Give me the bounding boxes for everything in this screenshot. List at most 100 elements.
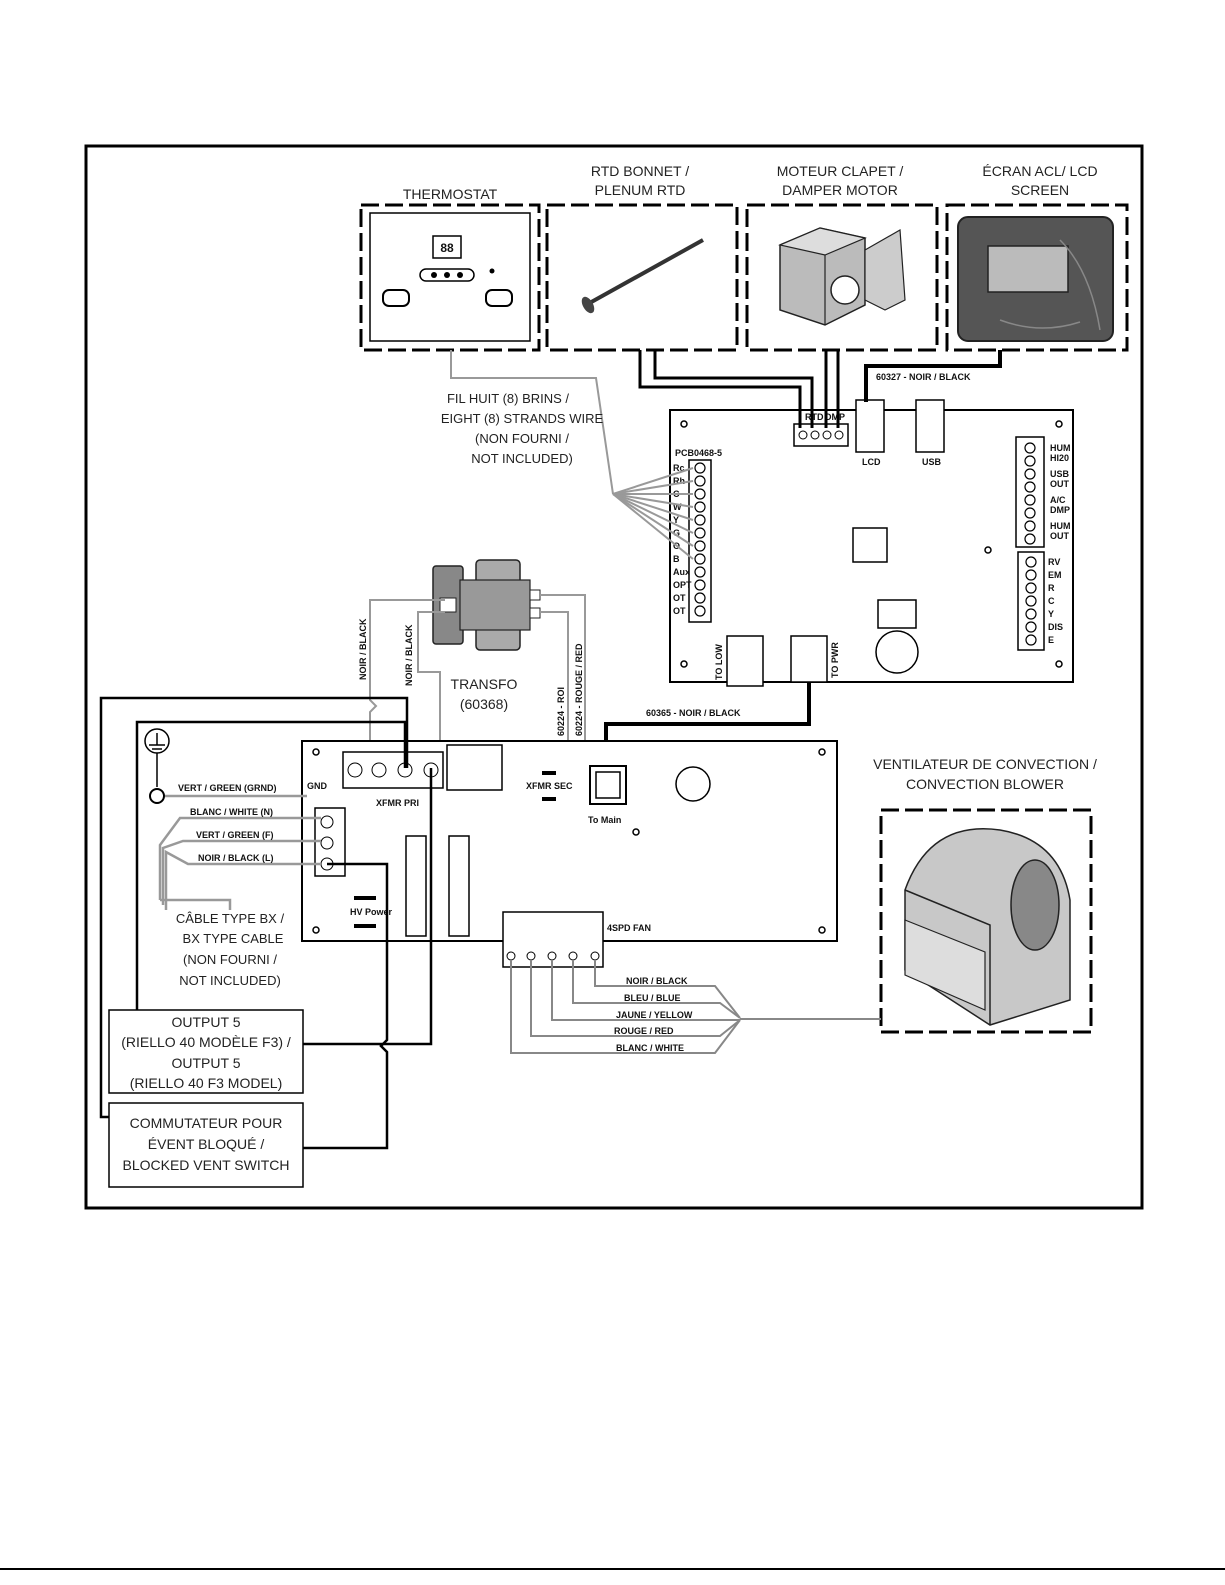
svg-text:USB: USB — [1050, 469, 1070, 479]
blower-box — [879, 808, 1093, 1034]
safety-loop-wires — [99, 696, 433, 1150]
blower-wheel — [1010, 859, 1060, 951]
lcd-screen-component: ÉCRAN ACL/ LCD SCREEN — [945, 163, 1129, 352]
svg-text:C: C — [1048, 596, 1055, 606]
svg-text:NOIR / BLACK (L): NOIR / BLACK (L) — [198, 853, 274, 863]
svg-text:NOT INCLUDED): NOT INCLUDED) — [471, 451, 573, 466]
xfmr-black-label-2: NOIR / BLACK — [404, 624, 414, 686]
vent-switch-box: COMMUTATEUR POUR ÉVENT BLOQUÉ / BLOCKED … — [108, 1102, 304, 1188]
thermostat-component: THERMOSTAT 88 — [359, 186, 541, 352]
damper-bracket — [864, 229, 906, 311]
main-chip — [852, 527, 888, 563]
xfmr-red-label-2: 60224 - ROUGE / RED — [574, 643, 584, 736]
svg-text:TO LOW: TO LOW — [714, 644, 724, 680]
svg-text:VERT / GREEN (F): VERT / GREEN (F) — [196, 830, 274, 840]
svg-text:BX TYPE CABLE: BX TYPE CABLE — [183, 931, 284, 946]
svg-text:BLANC / WHITE: BLANC / WHITE — [616, 1043, 684, 1053]
rtd-damper-connector — [793, 423, 849, 447]
blower-wire-labels: NOIR / BLACK BLEU / BLUE JAUNE / YELLOW … — [614, 976, 693, 1053]
svg-text:DMP: DMP — [825, 412, 845, 422]
svg-text:GND: GND — [307, 781, 328, 791]
svg-text:ÉVENT BLOQUÉ /: ÉVENT BLOQUÉ / — [148, 1136, 265, 1152]
svg-text:OUT: OUT — [1050, 531, 1070, 541]
svg-text:EIGHT (8) STRANDS WIRE: EIGHT (8) STRANDS WIRE — [441, 411, 604, 426]
diagram-frame — [84, 144, 1144, 1210]
svg-text:JAUNE / YELLOW: JAUNE / YELLOW — [616, 1010, 693, 1020]
svg-text:4SPD FAN: 4SPD FAN — [607, 923, 651, 933]
svg-text:DMP: DMP — [1050, 505, 1070, 515]
svg-text:A/C: A/C — [1050, 495, 1066, 505]
svg-text:MOTEUR CLAPET /: MOTEUR CLAPET / — [777, 163, 904, 179]
svg-text:RTD: RTD — [805, 412, 824, 422]
svg-text:HUM: HUM — [1050, 521, 1071, 531]
svg-text:Aux: Aux — [673, 567, 690, 577]
xfmr-black-label-1: NOIR / BLACK — [358, 618, 368, 680]
svg-text:OT: OT — [673, 593, 686, 603]
lcd-connector — [855, 399, 885, 453]
bx-cable-note: CÂBLE TYPE BX / BX TYPE CABLE (NON FOURN… — [176, 911, 285, 988]
lcd-box — [945, 203, 1129, 352]
rtd-probe — [585, 238, 704, 307]
svg-text:DIS: DIS — [1048, 622, 1063, 632]
svg-text:Rh: Rh — [673, 476, 685, 486]
svg-text:SCREEN: SCREEN — [1011, 182, 1069, 198]
svg-text:CONVECTION BLOWER: CONVECTION BLOWER — [906, 776, 1064, 792]
buzzer — [875, 630, 919, 674]
lcd-cable — [864, 350, 1002, 402]
svg-text:XFMR PRI: XFMR PRI — [376, 798, 419, 808]
svg-text:(NON FOURNI /: (NON FOURNI / — [183, 952, 277, 967]
thermostat-display — [432, 235, 462, 259]
thermostat-eight-wire — [450, 350, 694, 560]
svg-text:USB: USB — [922, 457, 942, 467]
damper-motor-component: MOTEUR CLAPET / DAMPER MOTOR — [745, 163, 939, 352]
thermostat-display-value: 88 — [440, 241, 454, 255]
svg-text:BLOCKED VENT SWITCH: BLOCKED VENT SWITCH — [123, 1157, 290, 1173]
svg-text:OUT: OUT — [1050, 479, 1070, 489]
convection-blower: VENTILATEUR DE CONVECTION / CONVECTION B… — [873, 756, 1097, 1034]
eight-wire-note: FIL HUIT (8) BRINS / EIGHT (8) STRANDS W… — [441, 391, 604, 466]
svg-text:OPT: OPT — [673, 580, 692, 590]
svg-text:CÂBLE TYPE BX /: CÂBLE TYPE BX / — [176, 911, 285, 926]
svg-text:XFMR SEC: XFMR SEC — [526, 781, 573, 791]
transformer: TRANSFO (60368) — [432, 559, 541, 712]
power-capacitor — [675, 766, 711, 802]
svg-text:HV Power: HV Power — [350, 907, 393, 917]
svg-text:ÉCRAN ACL/ LCD: ÉCRAN ACL/ LCD — [982, 163, 1097, 179]
svg-text:HUM: HUM — [1050, 443, 1071, 453]
svg-text:COMMUTATEUR POUR: COMMUTATEUR POUR — [130, 1115, 283, 1131]
to-pwr-connector — [790, 635, 828, 683]
svg-text:E: E — [1048, 635, 1054, 645]
svg-text:OUTPUT 5: OUTPUT 5 — [172, 1055, 241, 1071]
thermostat-switch-right — [485, 289, 513, 307]
terminal-screws — [694, 462, 706, 617]
svg-text:(NON FOURNI /: (NON FOURNI / — [475, 431, 569, 446]
thermostat-switch-left — [382, 289, 410, 307]
lcd-panel — [987, 245, 1069, 293]
power-board: GND XFMR PRI XFMR SEC To Main HV Power 4… — [301, 740, 838, 968]
supply-wires — [158, 794, 321, 910]
usb-connector — [915, 399, 945, 453]
svg-text:G: G — [673, 528, 680, 538]
svg-text:FIL HUIT (8) BRINS /: FIL HUIT (8) BRINS / — [447, 391, 569, 406]
svg-text:VENTILATEUR DE CONVECTION /: VENTILATEUR DE CONVECTION / — [873, 756, 1097, 772]
main-cable-label: 60365 - NOIR / BLACK — [646, 708, 741, 718]
relay-box — [877, 599, 917, 629]
relay-2 — [448, 835, 470, 937]
svg-text:(RIELLO 40 MODÈLE F3) /: (RIELLO 40 MODÈLE F3) / — [121, 1034, 291, 1050]
svg-text:BLEU / BLUE: BLEU / BLUE — [624, 993, 681, 1003]
damper-wires — [824, 350, 840, 428]
svg-text:Y: Y — [673, 515, 679, 525]
to-low-connector — [726, 635, 764, 687]
svg-text:NOIR / BLACK: NOIR / BLACK — [626, 976, 688, 986]
svg-text:TO PWR: TO PWR — [830, 642, 840, 678]
svg-text:PLENUM RTD: PLENUM RTD — [595, 182, 686, 198]
svg-text:W: W — [673, 502, 682, 512]
main-control-board: PCB0468-5 Rc Rh C W Y G O B Aux OPT OT O… — [669, 399, 1074, 687]
svg-text:Y: Y — [1048, 609, 1054, 619]
rtd-box — [545, 203, 739, 352]
svg-text:Rc: Rc — [673, 463, 685, 473]
svg-text:VERT / GREEN (GRND): VERT / GREEN (GRND) — [178, 783, 277, 793]
svg-text:HI20: HI20 — [1050, 453, 1069, 463]
svg-text:ROUGE / RED: ROUGE / RED — [614, 1026, 674, 1036]
relay-1 — [405, 835, 427, 937]
